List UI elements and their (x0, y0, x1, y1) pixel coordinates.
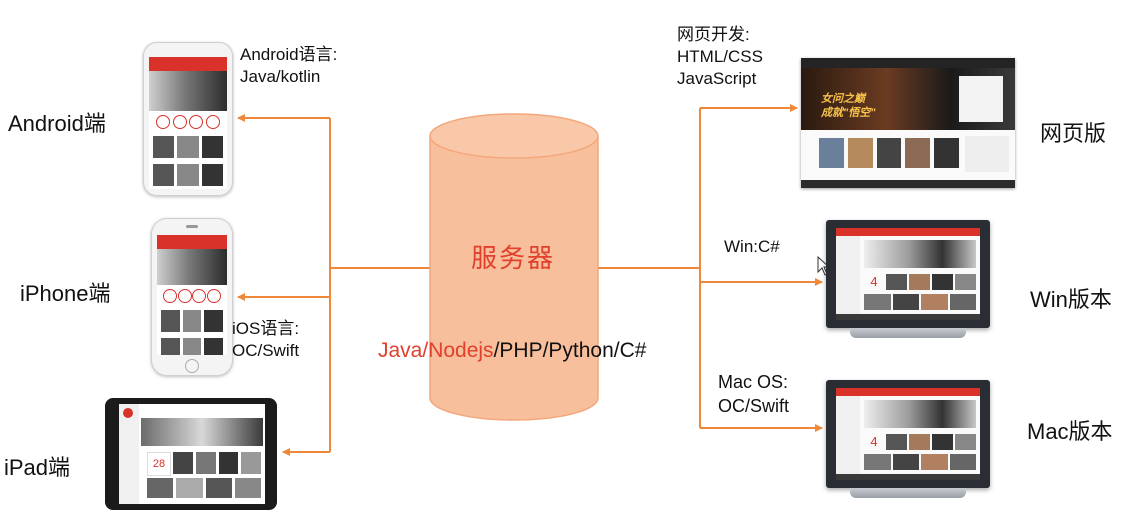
iphone-screen (157, 235, 227, 355)
win-language-note: Win:C# (724, 237, 780, 256)
server-languages-highlight: Java/Nodejs (378, 339, 494, 362)
ipad-client-label: iPad端 (4, 455, 71, 480)
ipad-mockup: 28 (105, 398, 277, 510)
app-icon-row (149, 111, 227, 133)
android-language-note: Android语言: Java/kotlin (240, 44, 337, 88)
iphone-mockup (151, 218, 233, 376)
app-header-bar (157, 235, 227, 249)
ipad-date-card: 28 (147, 452, 171, 476)
web-login-box (959, 76, 1003, 122)
win-app-titlebar (836, 228, 980, 236)
app-header-bar (149, 57, 227, 71)
mac-note-line2: OC/Swift (718, 396, 790, 416)
app-icon-row (157, 285, 227, 307)
mac-monitor-stand (850, 488, 966, 498)
win-app-thumbnail-row (886, 274, 976, 290)
web-note-line3: JavaScript (677, 69, 757, 88)
ipad-thumbnail-row (173, 452, 261, 474)
android-note-line1: Android语言: (240, 45, 338, 64)
web-content-area (801, 130, 1015, 180)
mac-app-date: 4 (870, 434, 878, 449)
win-monitor-stand (850, 328, 966, 338)
ipad-thumbnail-row (147, 478, 261, 498)
web-banner-image: 女问之巅 成就"悟空" (801, 68, 1015, 130)
app-logo-icon (123, 408, 133, 418)
android-note-line2: Java/kotlin (240, 67, 321, 86)
win-app-banner (864, 240, 976, 268)
web-top-nav (801, 58, 1015, 68)
mac-app-player-bar (836, 474, 980, 480)
server-languages-rest: /PHP/Python/C# (493, 339, 647, 362)
android-client-label: Android端 (8, 111, 106, 136)
app-thumbnail-row (157, 307, 227, 335)
web-album-row (819, 138, 959, 168)
mac-note-line1: Mac OS: (718, 372, 789, 392)
app-banner-image (157, 249, 227, 285)
ipad-screen: 28 (119, 404, 265, 504)
web-client-label: 网页版 (1040, 121, 1107, 146)
iphone-home-button (185, 359, 199, 373)
ios-note-line1: iOS语言: (232, 319, 300, 338)
win-client-label: Win版本 (1030, 287, 1112, 312)
web-banner-text-2: 成就"悟空" (821, 107, 876, 119)
android-phone-mockup (143, 42, 233, 196)
win-app-sidebar (836, 236, 860, 320)
mac-app-banner (864, 400, 976, 428)
web-page-screenshot: 女问之巅 成就"悟空" (801, 58, 1015, 188)
web-note-line2: HTML/CSS (677, 47, 763, 66)
win-app-date: 4 (870, 274, 878, 289)
win-app-thumbnail-row (864, 294, 976, 310)
app-thumbnail-row (157, 335, 227, 355)
mac-monitor-mockup: 4 (826, 380, 990, 488)
app-thumbnail-row (149, 161, 227, 189)
server-label: 服务器 (471, 243, 556, 273)
mac-app-sidebar (836, 396, 860, 480)
app-banner-image (149, 71, 227, 111)
web-language-note: 网页开发: HTML/CSS JavaScript (677, 24, 763, 90)
ios-note-line2: OC/Swift (232, 341, 300, 360)
mac-app-screen: 4 (836, 388, 980, 480)
win-app-player-bar (836, 314, 980, 320)
ipad-sidebar (119, 404, 139, 504)
mac-language-note: Mac OS: OC/Swift (718, 370, 789, 418)
server-cylinder-icon (429, 113, 599, 421)
win-app-screen: 4 (836, 228, 980, 320)
app-thumbnail-row (149, 133, 227, 161)
win-monitor-mockup: 4 (826, 220, 990, 328)
web-side-panel (965, 136, 1009, 172)
server-languages: Java/Nodejs/PHP/Python/C# (378, 339, 646, 363)
ipad-banner-image (141, 418, 263, 446)
web-player-bar (801, 180, 1015, 188)
mac-app-thumbnail-row (864, 454, 976, 470)
android-phone-screen (149, 57, 227, 189)
ios-language-note: iOS语言: OC/Swift (232, 318, 299, 362)
mac-client-label: Mac版本 (1027, 419, 1113, 444)
web-note-line1: 网页开发: (677, 25, 750, 44)
web-banner-text-1: 女问之巅 (821, 93, 865, 105)
iphone-speaker (186, 225, 198, 228)
mac-app-titlebar (836, 388, 980, 396)
iphone-client-label: iPhone端 (20, 281, 111, 306)
mac-app-thumbnail-row (886, 434, 976, 450)
